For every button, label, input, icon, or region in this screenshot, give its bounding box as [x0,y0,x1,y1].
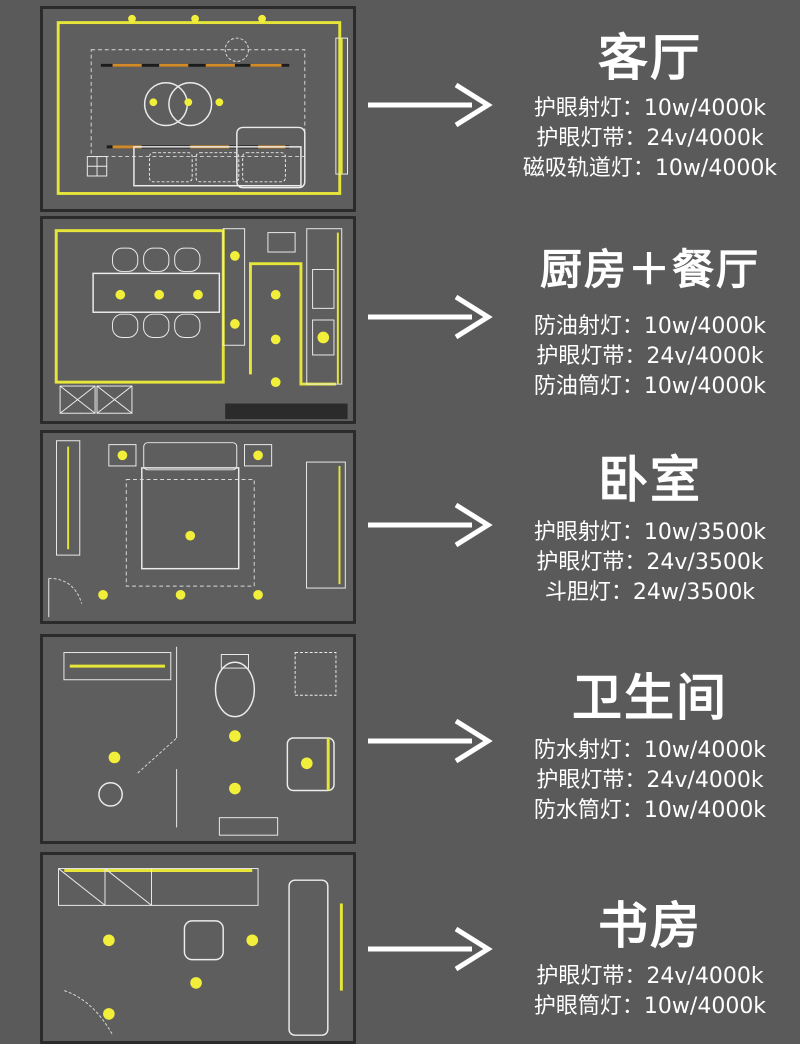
spot-light [270,334,281,345]
spec-line: 防水射灯：10w/4000k [533,738,767,763]
spot-light [190,977,202,989]
desk-chair [183,920,224,961]
spec-line: 斗胆灯：24w/3500k [544,580,756,605]
room-title-living: 客厅 [598,29,702,87]
spec-line: 磁吸轨道灯：10w/4000k [522,156,778,181]
bathroom-plan-drawing [63,646,337,836]
living-plan-drawing [56,14,348,195]
spot-light [253,450,263,461]
spec-line: 护眼射灯：10w/4000k [533,96,767,121]
bed [141,467,240,570]
floor-plan-bedroom [40,430,356,624]
kitchen-plan-drawing [54,228,348,420]
arrow-icon [368,502,493,548]
spot-light [191,14,199,23]
spot-light [270,289,281,300]
spot-light [258,14,266,23]
arrow-icon [368,294,493,340]
spec-list-bedroom: 护眼射灯：10w/3500k 护眼灯带：24v/3500k 斗胆灯：24w/35… [500,518,800,608]
spot-light [193,289,203,300]
floor-plan-study [40,852,356,1044]
led-strip [54,229,225,384]
spot-light [253,589,263,600]
spot-light [230,251,240,261]
spec-list-kitchen: 防油射灯：10w/4000k 护眼灯带：24v/4000k 防油筒灯：10w/4… [500,312,800,402]
spot-light [215,98,224,107]
spot-light [98,589,108,600]
dining-table [92,272,221,313]
floor-plan-kitchen [40,216,356,424]
spec-list-living: 护眼射灯：10w/4000k 护眼灯带：24v/4000k 磁吸轨道灯：10w/… [500,94,800,184]
floor-plan-living [40,6,356,212]
spec-line: 防油射灯：10w/4000k [533,314,767,339]
spot-light [108,751,121,764]
room-title-bathroom: 卫生间 [572,669,728,727]
spot-light [103,934,115,947]
bedroom-plan-drawing [48,440,346,618]
spec-line: 护眼灯带：24v/4000k [536,344,764,369]
floor-plan-bathroom [40,634,356,844]
toilet [214,661,256,718]
spec-line: 防水筒灯：10w/4000k [533,798,767,823]
spec-list-study: 护眼灯带：24v/4000k 护眼筒灯：10w/4000k [500,962,800,1022]
spot-light [128,14,136,23]
spec-list-bathroom: 防水射灯：10w/4000k 护眼灯带：24v/4000k 防水筒灯：10w/4… [500,736,800,826]
spot-light [175,589,186,600]
room-title-kitchen: 厨房＋餐厅 [539,245,760,294]
arrow-icon [368,82,493,128]
spec-line: 护眼灯带：24v/4000k [536,964,764,989]
spot-light [270,377,281,388]
led-strip [56,21,342,195]
spec-line: 护眼灯带：24v/4000k [536,768,764,793]
headboard [143,442,238,471]
spec-line: 护眼灯带：24v/3500k [536,550,764,575]
arrow-icon [368,718,493,764]
spec-line: 防油筒灯：10w/4000k [533,374,767,399]
sofa [133,146,302,187]
spot-light [246,934,259,947]
spot-light [103,1008,115,1020]
ceiling-outline [90,49,306,158]
spot-light [115,289,126,300]
study-plan-drawing [58,868,343,1036]
spot-light [230,319,240,329]
room-title-study: 书房 [598,897,702,955]
spot-light [185,530,196,541]
spot-light [300,757,313,770]
spec-line: 护眼射灯：10w/3500k [533,520,767,545]
spot-light [229,730,241,742]
spot-light [229,782,241,795]
arrow-icon [368,926,493,972]
spec-line: 护眼灯带：24v/4000k [536,126,764,151]
spec-line: 护眼筒灯：10w/4000k [533,994,767,1019]
spot-light [149,98,158,107]
sofa [288,879,329,1036]
spot-light [117,450,128,461]
wash-basin [286,737,335,792]
spot-light [154,289,165,300]
room-title-bedroom: 卧室 [598,451,702,509]
spot-light [184,98,193,107]
